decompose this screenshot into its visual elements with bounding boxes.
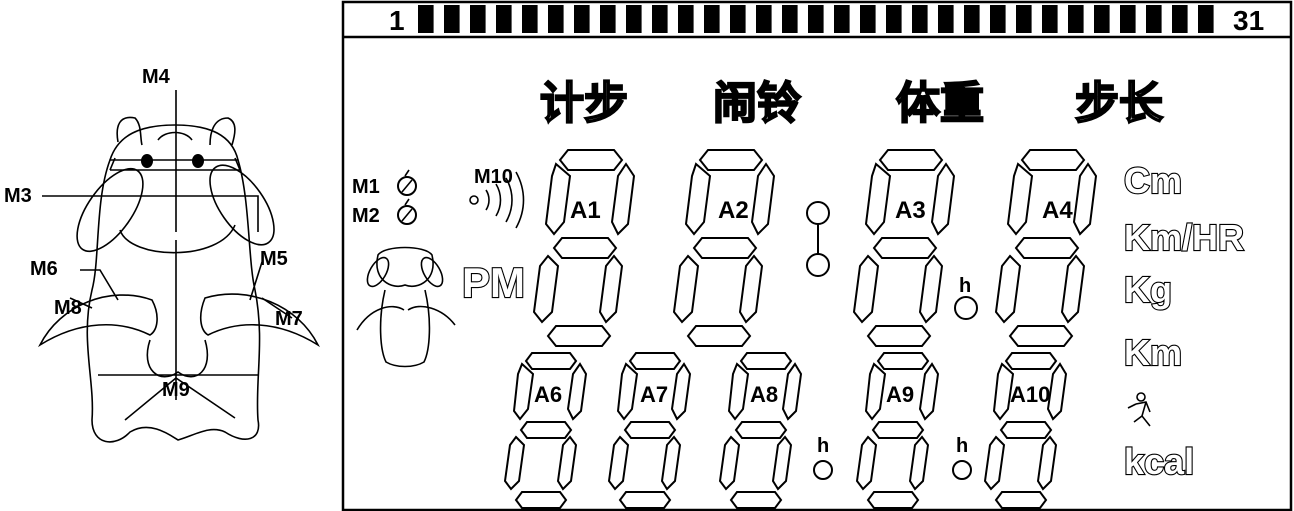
label-m8: M8 xyxy=(54,297,82,319)
heading-weight: 体重 xyxy=(896,78,984,129)
eye-icon xyxy=(192,154,204,168)
eye-icon xyxy=(141,154,153,168)
day-bar-segment xyxy=(1016,5,1032,33)
day-bar-segments xyxy=(418,5,1214,33)
unit-kcal: kcal xyxy=(1124,441,1194,482)
label-m1: M1 xyxy=(352,176,380,198)
day-bar-segment xyxy=(704,5,720,33)
digit-label-a8: A8 xyxy=(750,382,778,407)
day-bar-segment xyxy=(1172,5,1188,33)
day-bar-segment xyxy=(860,5,876,33)
day-bar-segment xyxy=(626,5,642,33)
apple-icon xyxy=(397,169,417,196)
label-m10: M10 xyxy=(474,166,513,188)
heading-alarm: 闹铃 xyxy=(713,78,801,129)
digit-label-a7: A7 xyxy=(640,382,668,407)
heading-step-count: 计步 xyxy=(540,78,628,129)
hour-mark: h xyxy=(817,435,829,457)
decimal-point xyxy=(954,296,978,320)
digit-label-a1: A1 xyxy=(570,197,601,224)
decimal-point xyxy=(952,460,972,480)
day-bar-segment xyxy=(912,5,928,33)
unit-km: Km xyxy=(1124,332,1182,373)
hour-mark: h xyxy=(959,275,971,297)
day-bar-segment xyxy=(834,5,850,33)
day-bar-segment xyxy=(938,5,954,33)
day-bar-segment xyxy=(652,5,668,33)
hour-mark: h xyxy=(956,435,968,457)
digit-label-a10: A10 xyxy=(1010,382,1050,407)
apple-icon xyxy=(397,198,417,225)
runner-icon xyxy=(1127,392,1151,427)
day-bar-segment xyxy=(756,5,772,33)
label-m7: M7 xyxy=(275,308,303,330)
unit-kg: Kg xyxy=(1124,269,1172,310)
mascot-icon xyxy=(356,246,456,368)
day-bar-segment xyxy=(1068,5,1084,33)
day-bar-segment xyxy=(600,5,616,33)
bar-end-label: 31 xyxy=(1233,5,1264,36)
day-bar-segment xyxy=(522,5,538,33)
day-bar-segment xyxy=(418,5,434,33)
day-bar-segment xyxy=(1120,5,1136,33)
day-bar-segment xyxy=(990,5,1006,33)
digit-label-a4: A4 xyxy=(1042,197,1073,224)
day-bar-segment xyxy=(808,5,824,33)
day-bar-segment xyxy=(886,5,902,33)
bar-start-label: 1 xyxy=(389,5,405,36)
label-m5: M5 xyxy=(260,248,288,270)
day-bar-segment xyxy=(1094,5,1110,33)
sound-wave-icon xyxy=(469,171,525,229)
day-bar-segment xyxy=(470,5,486,33)
label-m2: M2 xyxy=(352,205,380,227)
colon-separator xyxy=(806,201,830,277)
heading-stride: 步长 xyxy=(1075,78,1163,129)
day-bar-segment xyxy=(548,5,564,33)
decimal-point xyxy=(813,460,833,480)
day-bar-segment xyxy=(444,5,460,33)
day-bar-segment xyxy=(496,5,512,33)
digit-label-a6: A6 xyxy=(534,382,562,407)
day-bar-segment xyxy=(730,5,746,33)
day-bar-segment xyxy=(1042,5,1058,33)
label-m6: M6 xyxy=(30,258,58,280)
day-bar-segment xyxy=(782,5,798,33)
label-m4: M4 xyxy=(142,66,171,88)
day-bar-segment xyxy=(1146,5,1162,33)
digit-label-a2: A2 xyxy=(718,197,749,224)
unit-cm: Cm xyxy=(1124,160,1182,201)
label-m3: M3 xyxy=(4,185,32,207)
day-bar-segment xyxy=(678,5,694,33)
day-bar-segment xyxy=(964,5,980,33)
day-bar-segment xyxy=(1198,5,1214,33)
digit-label-a3: A3 xyxy=(895,197,926,224)
digit-label-a9: A9 xyxy=(886,382,914,407)
label-m9: M9 xyxy=(162,379,190,401)
pm-indicator: PM xyxy=(462,259,525,306)
unit-km-hr: Km/HR xyxy=(1124,217,1244,258)
day-bar-segment xyxy=(574,5,590,33)
mascot-figure xyxy=(38,90,320,443)
